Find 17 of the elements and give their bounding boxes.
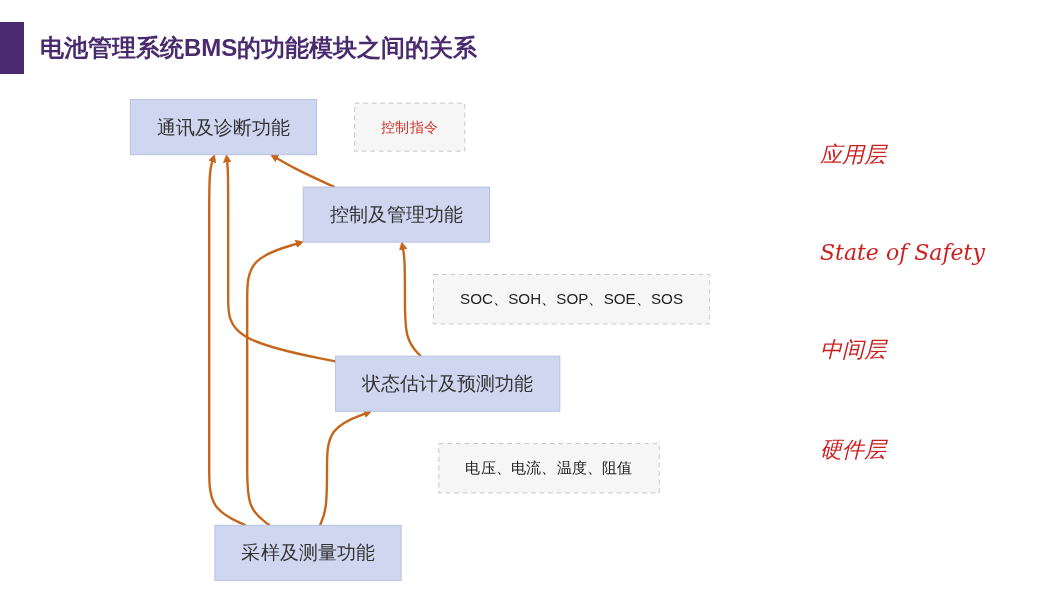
node-box: 电压、电流、温度、阻值 xyxy=(438,443,660,494)
node-box: 采样及测量功能 xyxy=(214,524,402,581)
node-box: 控制及管理功能 xyxy=(302,186,490,243)
arrow xyxy=(223,154,336,363)
arrow xyxy=(246,239,304,527)
arrow xyxy=(208,154,247,527)
node-box: 控制指令 xyxy=(354,102,466,152)
handwritten-note: 中间层 xyxy=(820,336,886,364)
arrow xyxy=(270,154,336,189)
arrow xyxy=(399,241,422,357)
handwritten-note: State of Safety xyxy=(820,240,985,265)
node-box: 状态估计及预测功能 xyxy=(335,355,561,412)
title: 电池管理系统BMS的功能模块之间的关系 xyxy=(40,33,478,63)
node-box: 通讯及诊断功能 xyxy=(129,99,318,156)
handwritten-note: 硬件层 xyxy=(820,436,886,464)
handwritten-note: 应用层 xyxy=(820,141,886,169)
node-box: SOC、SOH、SOP、SOE、SOS xyxy=(432,273,711,325)
